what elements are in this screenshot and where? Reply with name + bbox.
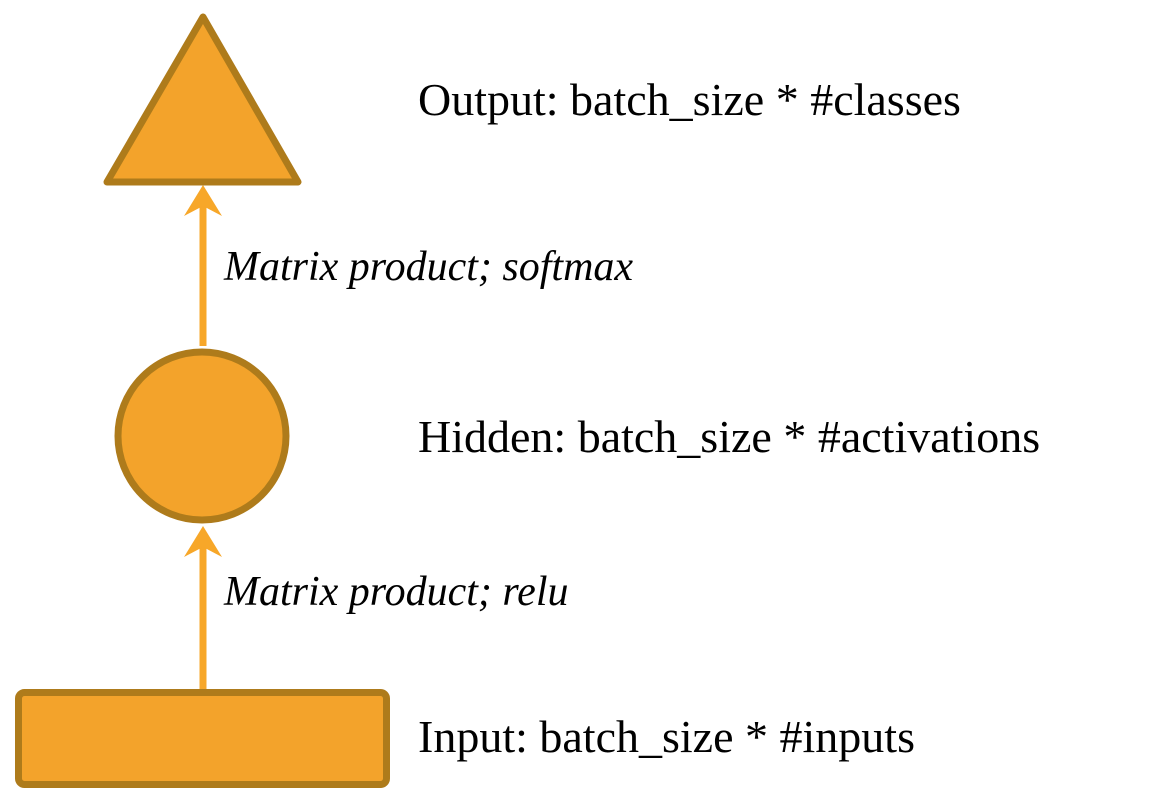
hidden-node-circle [114,348,290,524]
hidden-node-label: Hidden: batch_size * #activations [418,411,1041,462]
relu-edge-label: Matrix product; relu [224,569,569,615]
edge-arrow-relu [184,526,222,689]
input-node-label: Input: batch_size * #inputs [418,711,915,762]
output-node-triangle [103,13,302,186]
edge-arrow-relu-head [184,526,222,557]
edge-arrow-softmax-head [184,185,222,216]
output-node-label: Output: batch_size * #classes [418,74,961,125]
edge-arrow-softmax [184,185,222,346]
softmax-edge-label: Matrix product; softmax [224,244,634,290]
input-node-rectangle [15,689,390,788]
